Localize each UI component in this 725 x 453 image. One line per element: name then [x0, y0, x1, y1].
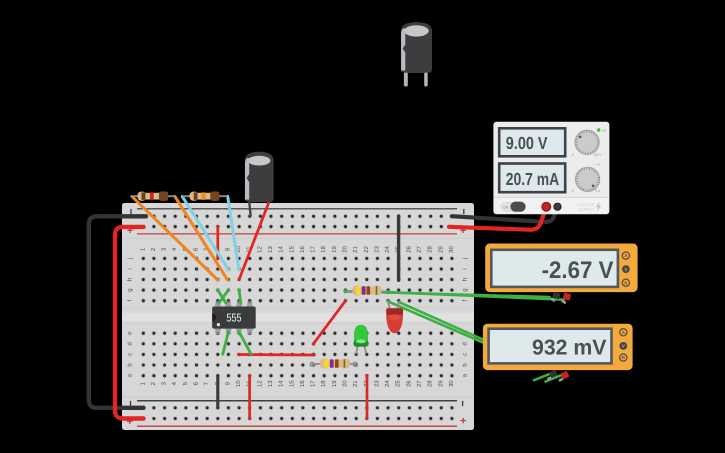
- svg-text:6: 6: [193, 247, 200, 251]
- svg-text:V: V: [622, 344, 626, 349]
- svg-text:16: 16: [299, 380, 306, 387]
- svg-text:ON: ON: [503, 205, 509, 209]
- svg-text:R: R: [622, 355, 626, 360]
- svg-text:9: 9: [224, 247, 231, 251]
- svg-text:A: A: [622, 330, 626, 335]
- svg-text:VOLTAGE: VOLTAGE: [577, 203, 595, 207]
- svg-text:23: 23: [373, 246, 380, 253]
- svg-text:1: 1: [139, 247, 146, 251]
- svg-text:1: 1: [139, 381, 146, 385]
- svg-text:2: 2: [150, 381, 157, 385]
- svg-text:2: 2: [150, 247, 157, 251]
- svg-text:14: 14: [278, 246, 285, 253]
- svg-text:6: 6: [193, 381, 200, 385]
- svg-text:20: 20: [342, 380, 349, 387]
- svg-text:29: 29: [437, 380, 444, 387]
- svg-text:9: 9: [224, 381, 231, 385]
- svg-text:25: 25: [395, 380, 402, 387]
- svg-text:12: 12: [256, 246, 263, 253]
- svg-text:0: 0: [572, 153, 574, 157]
- svg-text:27: 27: [416, 380, 423, 387]
- svg-text:h: h: [461, 278, 468, 281]
- svg-text:10: 10: [235, 246, 242, 253]
- svg-text:5: 5: [182, 381, 189, 385]
- svg-text:21: 21: [352, 246, 359, 253]
- svg-text:19: 19: [331, 246, 338, 253]
- svg-text:a: a: [462, 373, 468, 377]
- svg-text:3: 3: [161, 381, 168, 385]
- svg-text:R: R: [624, 280, 628, 285]
- svg-text:0: 0: [572, 189, 574, 193]
- svg-text:20: 20: [342, 246, 349, 253]
- svg-text:29: 29: [437, 246, 444, 253]
- svg-text:30: 30: [448, 380, 455, 387]
- svg-text:26: 26: [405, 380, 412, 387]
- svg-text:i: i: [461, 268, 468, 269]
- svg-text:555: 555: [227, 312, 242, 324]
- svg-text:i: i: [127, 268, 134, 269]
- svg-text:18: 18: [320, 380, 327, 387]
- svg-text:19: 19: [331, 380, 338, 387]
- svg-text:c: c: [462, 353, 468, 356]
- svg-text:30 V: 30 V: [594, 153, 602, 157]
- svg-text:13: 13: [267, 380, 274, 387]
- svg-text:16: 16: [299, 246, 306, 253]
- svg-text:a: a: [128, 373, 134, 377]
- svg-text:27: 27: [416, 246, 423, 253]
- svg-text:11: 11: [246, 246, 253, 253]
- svg-text:23: 23: [373, 380, 380, 387]
- svg-text:7: 7: [203, 381, 210, 385]
- svg-text:c: c: [128, 353, 134, 356]
- svg-text:9.00 V: 9.00 V: [506, 133, 548, 153]
- svg-text:17: 17: [310, 246, 317, 253]
- svg-text:14: 14: [278, 380, 285, 387]
- svg-text:d: d: [127, 342, 134, 345]
- svg-text:g: g: [128, 288, 134, 291]
- svg-text:g: g: [462, 288, 468, 291]
- svg-text:e: e: [128, 331, 134, 335]
- svg-text:10: 10: [235, 380, 242, 387]
- svg-text:12: 12: [256, 380, 263, 387]
- svg-text:f: f: [127, 300, 134, 302]
- svg-text:f: f: [461, 300, 468, 302]
- svg-text:20.7 mA: 20.7 mA: [506, 169, 560, 189]
- svg-text:21: 21: [352, 380, 359, 387]
- svg-text:932 mV: 932 mV: [532, 335, 607, 359]
- svg-text:○ H: ○ H: [594, 163, 600, 167]
- svg-text:j: j: [127, 258, 134, 260]
- svg-text:j: j: [461, 258, 468, 260]
- svg-text:A: A: [624, 253, 628, 258]
- svg-text:30: 30: [448, 246, 455, 253]
- svg-text:28: 28: [427, 246, 434, 253]
- svg-text:V: V: [624, 267, 628, 272]
- svg-text:h: h: [127, 278, 134, 281]
- svg-text:3: 3: [161, 247, 168, 251]
- svg-text:15: 15: [288, 380, 295, 387]
- svg-text:13: 13: [267, 246, 274, 253]
- svg-text:24: 24: [384, 246, 391, 253]
- svg-text:5 A: 5 A: [595, 189, 601, 193]
- svg-text:SUPPLY: SUPPLY: [578, 208, 593, 212]
- svg-text:-2.67 V: -2.67 V: [542, 257, 614, 284]
- svg-text:4: 4: [171, 381, 178, 385]
- svg-text:b: b: [127, 363, 134, 367]
- svg-text:15: 15: [288, 246, 295, 253]
- svg-text:26: 26: [405, 246, 412, 253]
- svg-text:d: d: [461, 342, 468, 345]
- svg-text:24: 24: [384, 380, 391, 387]
- svg-text:VS: VS: [602, 129, 607, 133]
- svg-text:18: 18: [320, 246, 327, 253]
- svg-text:b: b: [461, 363, 468, 367]
- svg-text:28: 28: [427, 380, 434, 387]
- svg-text:4: 4: [171, 247, 178, 251]
- svg-text:22: 22: [363, 246, 370, 253]
- svg-text:17: 17: [310, 380, 317, 387]
